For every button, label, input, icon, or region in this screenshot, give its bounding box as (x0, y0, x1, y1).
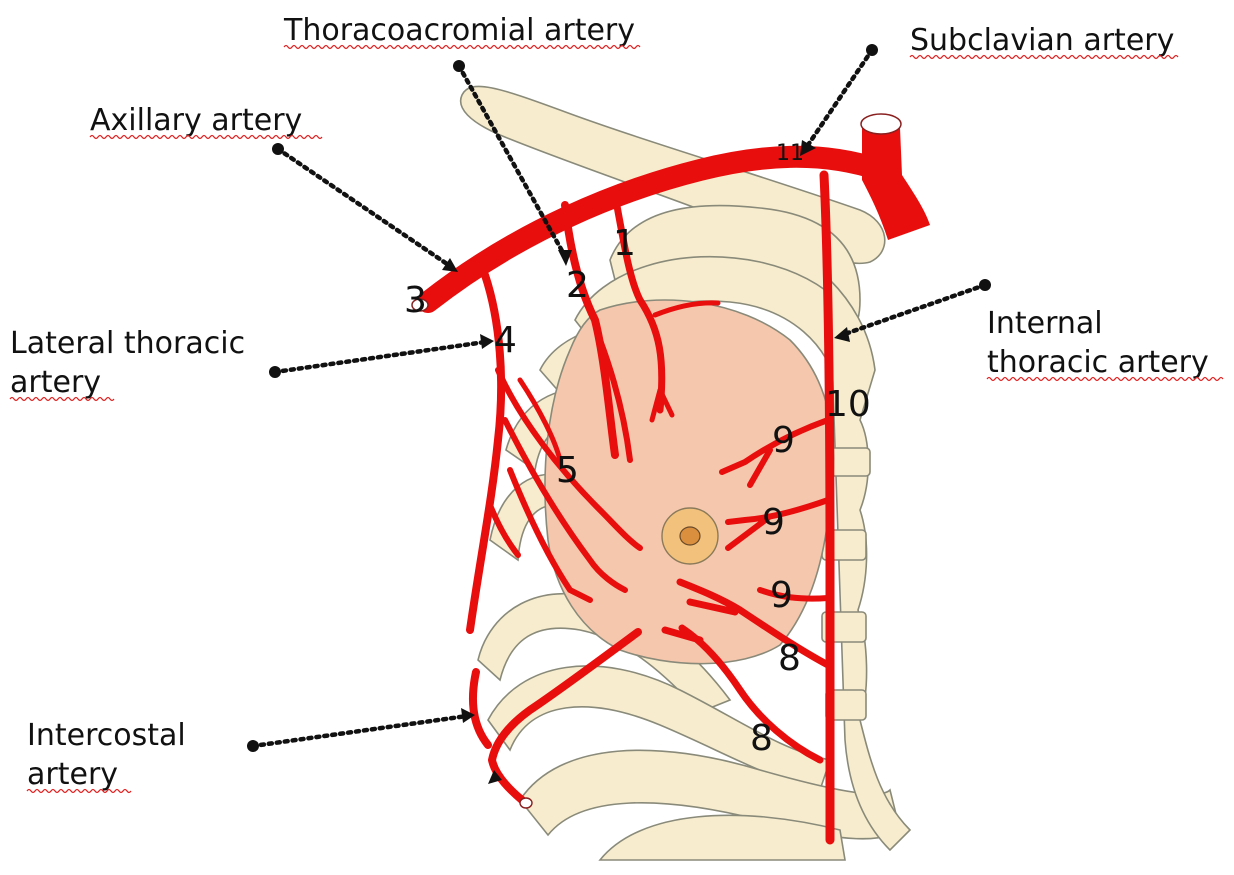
marker-10: 10 (825, 384, 871, 425)
pointer-internal-thoracic (842, 285, 985, 335)
label-thoracoacromial-artery: Thoracoacromial artery (283, 13, 635, 48)
marker-8-upper: 8 (778, 638, 801, 679)
marker-8-lower: 8 (750, 718, 773, 759)
marker-3: 3 (404, 280, 427, 321)
label-intercostal-line2: artery (27, 757, 118, 792)
pointer-axillary (278, 149, 450, 266)
marker-9-upper: 9 (772, 420, 795, 461)
label-subclavian-artery: Subclavian artery (910, 23, 1174, 58)
intercostal-cut-end (520, 798, 532, 808)
pointer-lateral-thoracic (275, 342, 485, 372)
sternum (830, 280, 910, 850)
label-internal-thoracic-line2: thoracic artery (987, 345, 1209, 380)
marker-11: 11 (776, 141, 804, 166)
marker-5: 5 (556, 450, 579, 491)
label-intercostal-line1: Intercostal (27, 718, 186, 753)
subclavian-cut-end (861, 114, 901, 134)
label-axillary-artery: Axillary artery (90, 103, 302, 138)
marker-4: 4 (494, 320, 517, 361)
nipple (680, 527, 700, 545)
label-lateral-thoracic-line1: Lateral thoracic (10, 326, 245, 361)
intercostal-artery-loop (473, 672, 488, 745)
label-internal-thoracic-line1: Internal (987, 306, 1103, 341)
marker-1: 1 (613, 223, 636, 264)
pointer-intercostal (253, 716, 467, 746)
marker-9-middle: 9 (762, 502, 785, 543)
arrowhead-lateral-thoracic (480, 334, 494, 349)
marker-9-lower: 9 (770, 575, 793, 616)
label-lateral-thoracic-line2: artery (10, 365, 101, 400)
marker-2: 2 (566, 265, 589, 306)
